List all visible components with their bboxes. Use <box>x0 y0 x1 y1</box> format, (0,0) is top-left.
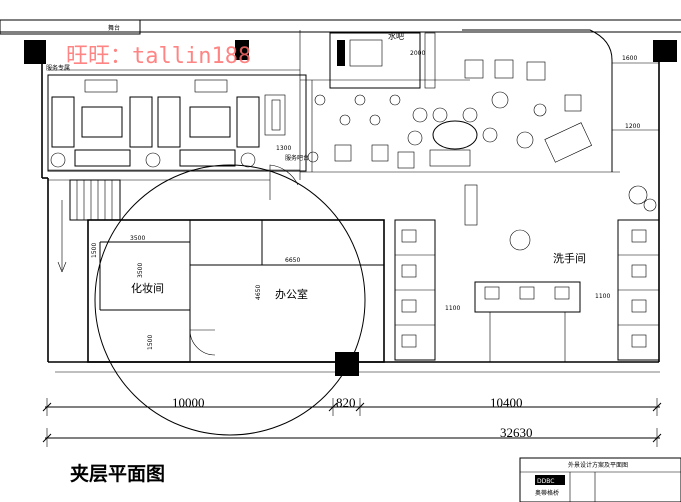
title-block: DDBC 奥蒂格桥 外景设计方案及平面图 <box>519 457 681 502</box>
structural-columns <box>24 40 677 376</box>
dim-820: 820 <box>336 395 356 410</box>
washroom-stalls: 洗手间 1100 1100 <box>394 184 660 362</box>
makeup-height-dim: 3500 <box>137 263 144 278</box>
right-dims: 1600 1200 <box>612 55 659 212</box>
door-width-dim: 1500 <box>147 335 154 350</box>
office-label: 办公室 <box>275 287 308 301</box>
stage-area: 舞台 服务专属 <box>0 19 141 72</box>
title-block-company: 奥蒂格桥 <box>535 489 559 497</box>
large-circle <box>94 164 366 436</box>
office-height-dim: 4650 <box>255 285 262 300</box>
dim-10000: 10000 <box>172 395 205 410</box>
stair-width-label: 1300 <box>276 145 291 152</box>
stage-label: 舞台 <box>108 24 120 32</box>
drawing-title: 夹层平面图 <box>70 463 165 485</box>
lounge-furniture <box>47 74 307 172</box>
dim-10400: 10400 <box>490 395 523 410</box>
wash-left-dim: 1100 <box>445 305 460 312</box>
bar-label: 水吧 <box>388 31 404 41</box>
watermark-text: 旺旺：tallin188 <box>66 44 251 69</box>
makeup-office-block: 3500 1500 3500 化妆间 6650 4650 办公室 1500 <box>87 219 385 363</box>
service-label: 服务吧台 <box>285 154 309 162</box>
right-top-dim: 1600 <box>622 55 637 62</box>
bar-area: 水吧 2000 服务吧台 <box>285 31 436 169</box>
title-block-logo: DDBC <box>537 478 554 485</box>
door-swing: 1300 <box>269 145 299 200</box>
makeup-width-dim: 3500 <box>130 235 145 242</box>
service-top-label: 服务专属 <box>46 64 70 72</box>
right-lounge <box>311 29 613 172</box>
bar-side-dim: 2000 <box>410 50 425 57</box>
right-mid-dim: 1200 <box>625 123 640 130</box>
makeup-room-label: 化妆间 <box>131 281 164 295</box>
makeup-side-dim: 1500 <box>91 243 98 258</box>
staircase <box>57 179 121 273</box>
wash-right-dim: 1100 <box>595 293 610 300</box>
dimension-line-1: 10000 820 10400 <box>42 395 662 416</box>
outer-walls <box>0 19 681 373</box>
dim-total: 32630 <box>500 425 533 440</box>
office-width-dim: 6650 <box>285 257 300 264</box>
dimension-line-2: 32630 <box>42 425 662 447</box>
title-block-note: 外景设计方案及平面图 <box>568 461 628 469</box>
washroom-label: 洗手间 <box>553 251 586 265</box>
